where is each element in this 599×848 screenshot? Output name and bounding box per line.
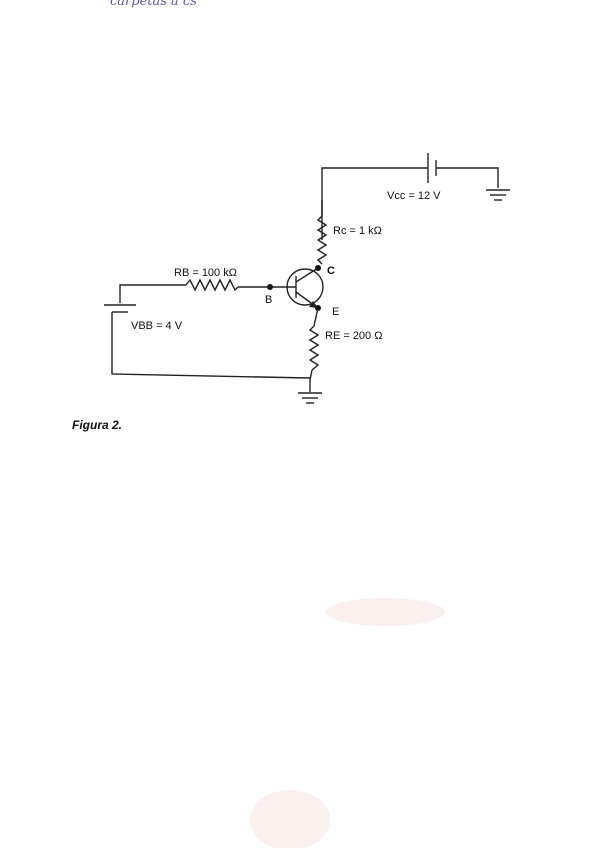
figure-caption: Figura 2. (72, 418, 123, 432)
wire-vcc-to-ground (436, 167, 499, 188)
wire-rb-to-vbb (119, 284, 186, 303)
transistor-collector-lead (295, 267, 319, 283)
node-b-label: B (265, 294, 272, 306)
rc-label: Rc = 1 kΩ (333, 225, 382, 237)
handwritten-note: carpetas a cs (110, 0, 197, 9)
wire-emitter (313, 307, 319, 327)
rb-label: RB = 100 kΩ (174, 267, 237, 279)
rb-resistor (185, 278, 239, 292)
vbb-label: VBB = 4 V (131, 320, 183, 332)
node-e-label: E (332, 306, 339, 318)
wire-re-to-ground (309, 369, 313, 392)
smudge-mark (250, 790, 330, 848)
node-c-label: C (327, 265, 335, 277)
wire-vbb-bottom (111, 312, 311, 379)
rc-resistor (316, 215, 328, 265)
smudge-mark (325, 598, 445, 626)
vcc-label: Vcc = 12 V (387, 190, 441, 202)
ground-symbol-emitter (298, 392, 322, 404)
re-resistor (308, 325, 320, 371)
re-label: RE = 200 Ω (325, 330, 382, 342)
ground-symbol-vcc (486, 189, 510, 201)
